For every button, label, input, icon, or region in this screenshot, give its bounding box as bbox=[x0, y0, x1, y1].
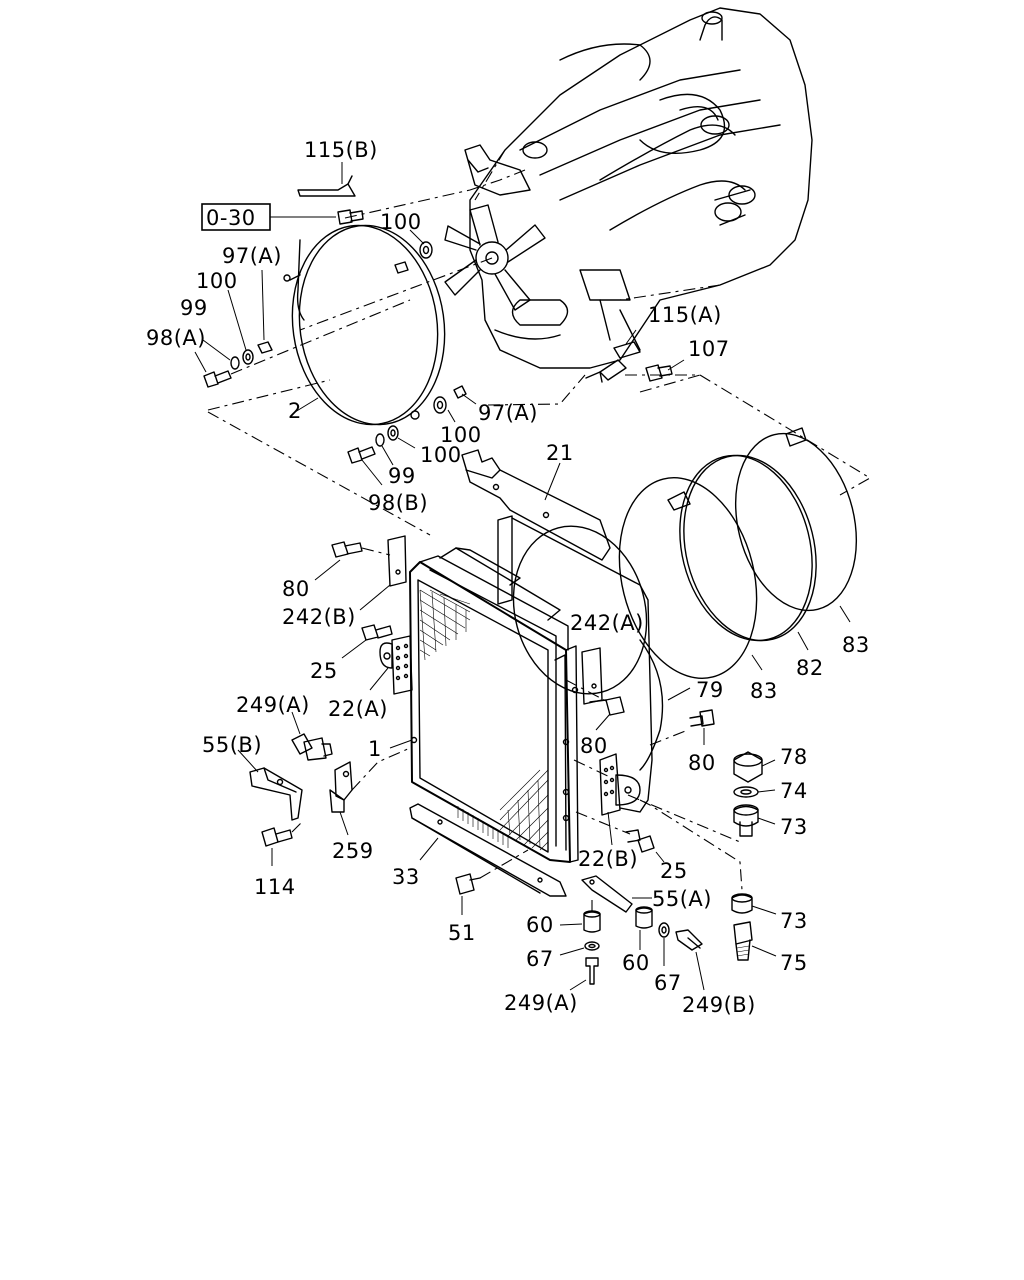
label-100-left: 100 bbox=[196, 269, 238, 293]
core-mesh-top bbox=[419, 589, 471, 661]
label-80-right: 80 bbox=[688, 751, 716, 775]
label-259: 259 bbox=[332, 839, 374, 863]
label-2: 2 bbox=[288, 399, 302, 423]
label-55a: 55(A) bbox=[652, 887, 712, 911]
label-115b: 115(B) bbox=[304, 138, 378, 162]
label-114: 114 bbox=[254, 875, 296, 899]
hose-rings bbox=[618, 427, 858, 679]
engine-assembly bbox=[299, 7, 813, 369]
fastener-cluster-mid bbox=[347, 385, 477, 486]
label-115a: 115(A) bbox=[648, 303, 722, 327]
label-73-lower: 73 bbox=[780, 909, 808, 933]
mount-stack-left bbox=[559, 900, 601, 991]
label-73-upper: 73 bbox=[780, 815, 808, 839]
shroud-panel-21 bbox=[461, 449, 611, 561]
label-55b: 55(B) bbox=[202, 733, 262, 757]
label-67-right: 67 bbox=[654, 971, 682, 995]
label-51: 51 bbox=[448, 921, 476, 945]
label-1: 1 bbox=[368, 737, 382, 761]
label-97a-mid: 97(A) bbox=[478, 401, 538, 425]
mount-73-75-lower bbox=[639, 799, 777, 961]
label-79: 79 bbox=[696, 678, 724, 702]
bolt-80-right bbox=[689, 709, 715, 745]
label-25-right: 25 bbox=[660, 859, 688, 883]
radiator-core-1 bbox=[389, 547, 579, 863]
label-22b: 22(B) bbox=[578, 847, 638, 871]
label-60-left: 60 bbox=[526, 913, 554, 937]
label-82: 82 bbox=[796, 656, 824, 680]
left-mount-assembly bbox=[237, 711, 411, 866]
label-100-low: 100 bbox=[420, 443, 462, 467]
label-100-top: 100 bbox=[380, 210, 422, 234]
label-80-mid: 80 bbox=[580, 734, 608, 758]
core-mesh-bottom bbox=[499, 769, 549, 851]
mount-stack-right bbox=[635, 906, 705, 991]
label-249a-top: 249(A) bbox=[236, 693, 310, 717]
label-80-upper: 80 bbox=[282, 577, 310, 601]
label-100-mid: 100 bbox=[440, 423, 482, 447]
drain-plug-51 bbox=[455, 849, 529, 915]
label-242a: 242(A) bbox=[570, 611, 644, 635]
bolt-0-30 bbox=[270, 209, 364, 225]
reference-box-text: 0-30 bbox=[206, 206, 256, 230]
label-249a-bottom: 249(A) bbox=[504, 991, 578, 1015]
nut-washer-mount-right bbox=[627, 751, 776, 843]
stud-97a-top bbox=[257, 261, 409, 354]
label-22a: 22(A) bbox=[328, 697, 388, 721]
label-25-left: 25 bbox=[310, 659, 338, 683]
bracket-115b bbox=[297, 162, 356, 197]
label-60-right: 60 bbox=[622, 951, 650, 975]
plate-242a bbox=[565, 647, 625, 731]
fastener-cluster-left bbox=[194, 289, 411, 388]
radiator-shroud-79 bbox=[497, 515, 691, 813]
label-74: 74 bbox=[780, 779, 808, 803]
bracket-55a bbox=[581, 875, 652, 913]
reference-box: 0-30 bbox=[201, 203, 271, 231]
bracket-22a bbox=[341, 624, 413, 695]
label-67-left: 67 bbox=[526, 947, 554, 971]
lower-bracket-33 bbox=[409, 803, 567, 897]
label-83-mid: 83 bbox=[750, 679, 778, 703]
label-242b: 242(B) bbox=[282, 605, 356, 629]
label-21: 21 bbox=[546, 441, 574, 465]
label-97a-top: 97(A) bbox=[222, 244, 282, 268]
label-99-left: 99 bbox=[180, 296, 208, 320]
label-98a: 98(A) bbox=[146, 326, 206, 350]
label-78: 78 bbox=[780, 745, 808, 769]
label-249b: 249(B) bbox=[682, 993, 756, 1017]
fan-shroud-2 bbox=[283, 224, 446, 426]
label-98b: 98(B) bbox=[368, 491, 428, 515]
label-75: 75 bbox=[780, 951, 808, 975]
plate-242b bbox=[314, 535, 407, 611]
washer-100-top bbox=[409, 229, 433, 259]
label-33: 33 bbox=[392, 865, 420, 889]
core-fins bbox=[457, 806, 509, 848]
label-83-right: 83 bbox=[842, 633, 870, 657]
bracket-22b bbox=[573, 753, 665, 863]
label-107: 107 bbox=[688, 337, 730, 361]
exploded-guide-lines bbox=[207, 374, 872, 536]
bracket-115a bbox=[585, 329, 685, 383]
label-99-mid: 99 bbox=[388, 464, 416, 488]
